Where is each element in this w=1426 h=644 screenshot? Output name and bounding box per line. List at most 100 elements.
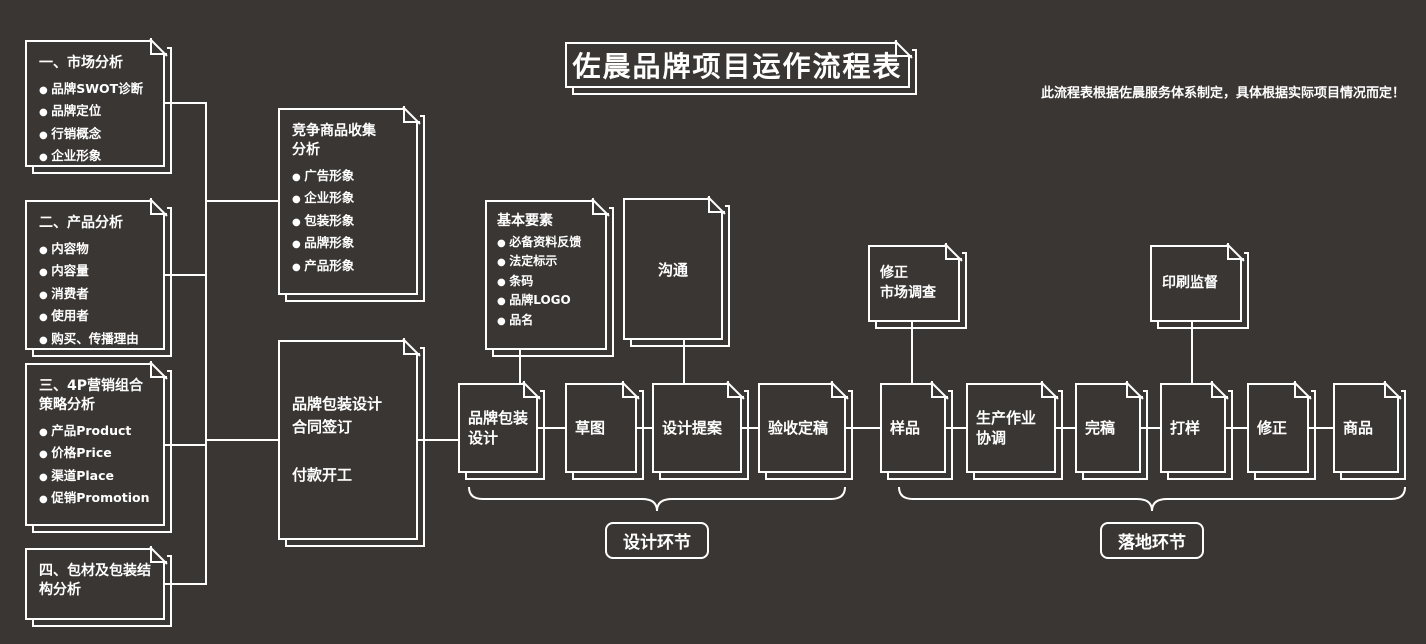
connector-line <box>1191 320 1193 383</box>
bullet-list: 产品Product 价格Price 渠道Place 促销Promotion <box>39 423 151 507</box>
connector-line <box>165 274 205 276</box>
paper-front-sheet: 二、产品分析 内容物 内容量 消费者 使用者 购买、传播理由 <box>25 200 165 350</box>
folded-corner-icon <box>150 546 167 563</box>
paper-front-sheet: 竞争商品收集分析 广告形象 企业形象 包装形象 品牌形象 产品形象 <box>278 108 418 295</box>
design-phase-label: 设计环节 <box>605 522 709 559</box>
contract-line: 品牌包装设计 <box>292 395 383 414</box>
paper-front-sheet: 四、包材及包装结构分析 <box>25 548 165 620</box>
revision-market-survey-box: 修正 市场调查 <box>868 243 967 329</box>
box-title: 四、包材及包装结构分析 <box>39 563 151 598</box>
bullet-list: 广告形象 企业形象 包装形象 品牌形象 产品形象 <box>292 168 404 275</box>
flow-step-label: 完稿 <box>1085 418 1116 437</box>
connector-line <box>165 444 205 446</box>
connector-line <box>683 338 685 383</box>
paper-front-sheet: 修正 市场调查 <box>868 245 960 322</box>
folded-corner-icon <box>1211 381 1228 398</box>
connector-line <box>418 439 458 441</box>
folded-corner-icon <box>1384 381 1401 398</box>
connector-line <box>946 427 966 429</box>
contract-line: 付款开工 <box>292 465 353 484</box>
flow-step-label: 修正 <box>1257 418 1288 437</box>
bullet-list: 品牌SWOT诊断 品牌定位 行销概念 企业形象 <box>39 81 151 165</box>
flow-step-design-proposal: 设计提案 <box>652 381 749 480</box>
landing-phase-brace <box>898 487 1406 512</box>
bullet-item: 使用者 <box>39 308 151 325</box>
paper-front-sheet: 商品 <box>1333 383 1399 473</box>
folded-corner-icon <box>1041 381 1058 398</box>
bullet-item: 品名 <box>497 313 595 329</box>
contract-line: 合同签订 <box>292 418 353 437</box>
bullet-item: 行销概念 <box>39 126 151 143</box>
bullet-item: 渠道Place <box>39 468 151 485</box>
paper-front-sheet: 生产作业协调 <box>966 383 1056 473</box>
connector-line <box>1056 427 1075 429</box>
packaging-structure-box: 四、包材及包装结构分析 <box>25 546 172 627</box>
flow-step-production-coordination: 生产作业协调 <box>966 381 1063 480</box>
bullet-item: 企业形象 <box>292 190 404 207</box>
flow-step-brand-packaging-design: 品牌包装设计 <box>458 381 545 480</box>
folded-corner-icon <box>523 381 540 398</box>
bullet-item: 品牌SWOT诊断 <box>39 81 151 98</box>
paper-front-sheet: 验收定稿 <box>758 383 846 473</box>
connector-line <box>1226 427 1247 429</box>
folded-corner-icon <box>727 381 744 398</box>
connector-line <box>911 320 913 383</box>
paper-front-sheet: 印刷监督 <box>1150 245 1242 322</box>
folded-corner-icon <box>1126 381 1143 398</box>
box-title: 二、产品分析 <box>39 215 123 231</box>
paper-front-sheet: 三、4P营销组合策略分析 产品Product 价格Price 渠道Place 促… <box>25 363 165 526</box>
communication-box: 沟通 <box>623 196 730 347</box>
flow-step-label: 设计提案 <box>662 418 723 437</box>
product-analysis-box: 二、产品分析 内容物 内容量 消费者 使用者 购买、传播理由 <box>25 198 172 357</box>
box-line: 市场调查 <box>880 284 936 301</box>
page-title: 佐晨品牌项目运作流程表 <box>572 50 903 83</box>
folded-corner-icon <box>895 40 912 57</box>
bullet-item: 品牌LOGO <box>497 293 595 309</box>
flow-step-label: 草图 <box>575 418 606 437</box>
box-label: 印刷监督 <box>1162 274 1218 291</box>
paper-front-sheet: 完稿 <box>1075 383 1141 473</box>
folded-corner-icon <box>403 338 420 355</box>
competition-collection-box: 竞争商品收集分析 广告形象 企业形象 包装形象 品牌形象 产品形象 <box>278 106 425 302</box>
connector-line <box>538 427 565 429</box>
bullet-item: 价格Price <box>39 445 151 462</box>
paper-front-sheet: 基本要素 必备资料反馈 法定标示 条码 品牌LOGO 品名 <box>485 200 607 350</box>
bullet-item: 品牌定位 <box>39 103 151 120</box>
connector-line <box>1309 427 1333 429</box>
flow-step-label: 验收定稿 <box>768 418 829 437</box>
folded-corner-icon <box>622 381 639 398</box>
paper-front-sheet: 样品 <box>880 383 946 473</box>
paper-front-sheet: 一、市场分析 品牌SWOT诊断 品牌定位 行销概念 企业形象 <box>25 40 165 167</box>
market-analysis-box: 一、市场分析 品牌SWOT诊断 品牌定位 行销概念 企业形象 <box>25 38 172 174</box>
paper-front-sheet: 品牌包装设计 <box>458 383 538 473</box>
connector-bus-line <box>205 102 207 585</box>
bullet-item: 条码 <box>497 274 595 290</box>
basic-elements-box: 基本要素 必备资料反馈 法定标示 条码 品牌LOGO 品名 <box>485 198 614 357</box>
bullet-list: 内容物 内容量 消费者 使用者 购买、传播理由 <box>39 241 151 348</box>
paper-front-sheet: 品牌包装设计 合同签订 付款开工 <box>278 340 418 540</box>
connector-line <box>519 348 521 383</box>
bullet-item: 必备资料反馈 <box>497 235 595 251</box>
box-label: 沟通 <box>657 260 688 279</box>
flow-step-label: 品牌包装设计 <box>468 408 529 447</box>
paper-front-sheet: 沟通 <box>623 198 723 340</box>
print-supervision-box: 印刷监督 <box>1150 243 1249 329</box>
flow-step-label: 商品 <box>1343 418 1374 437</box>
contract-signing-box: 品牌包装设计 合同签订 付款开工 <box>278 338 425 547</box>
disclaimer-note: 此流程表根据佐晨服务体系制定，具体根据实际项目情况而定！ <box>1040 86 1405 101</box>
bullet-item: 促销Promotion <box>39 490 151 507</box>
flow-step-acceptance-final: 验收定稿 <box>758 381 853 480</box>
folded-corner-icon <box>831 381 848 398</box>
connector-line <box>846 427 880 429</box>
connector-line <box>742 427 758 429</box>
title-box: 佐晨品牌项目运作流程表 <box>565 40 917 95</box>
folded-corner-icon <box>1294 381 1311 398</box>
flow-step-label: 样品 <box>890 418 921 437</box>
folded-corner-icon <box>945 243 962 260</box>
bullet-item: 包装形象 <box>292 213 404 230</box>
connector-line <box>205 439 278 441</box>
folded-corner-icon <box>150 38 167 55</box>
bullet-item: 内容量 <box>39 263 151 280</box>
flow-step-proofing: 打样 <box>1160 381 1233 480</box>
